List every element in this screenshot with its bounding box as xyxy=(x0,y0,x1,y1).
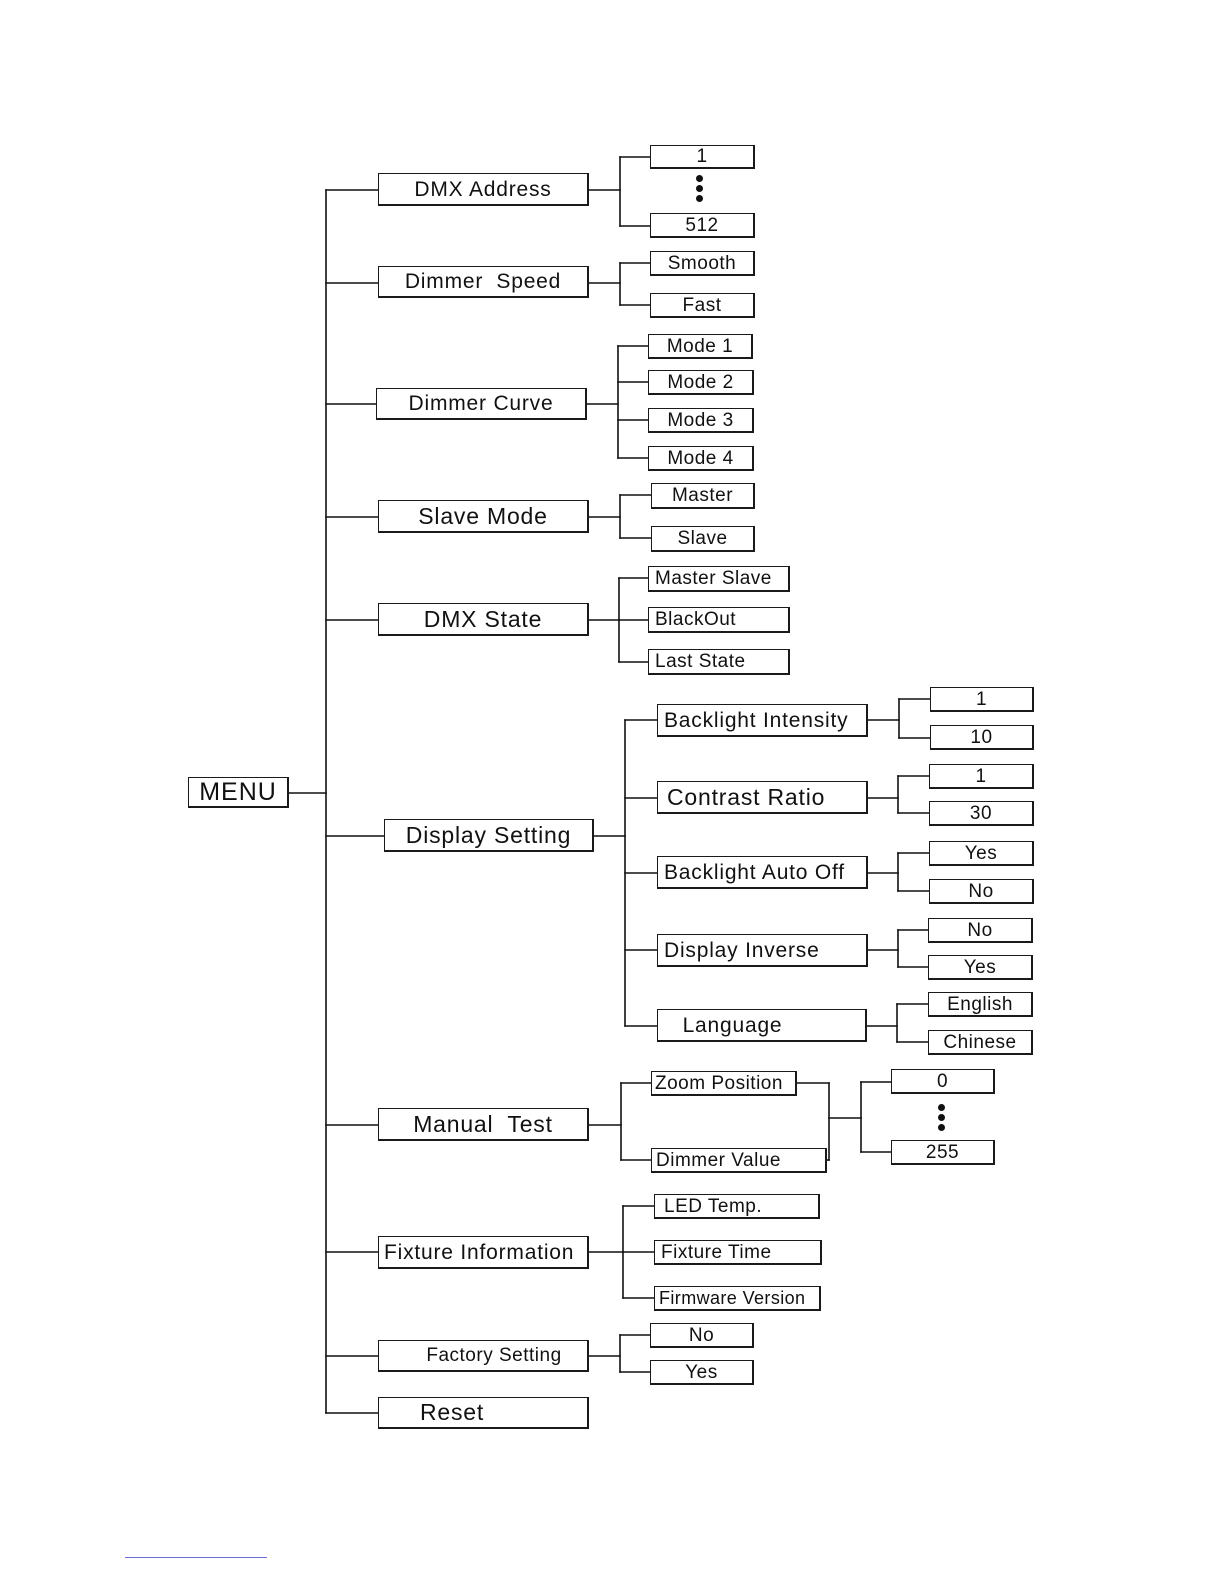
backlight-auto-off-option: No xyxy=(929,879,1034,904)
dimmer-speed-option: Fast xyxy=(650,293,755,318)
manual-test-max: 255 xyxy=(891,1140,995,1165)
dimmer-value-node: Dimmer Value xyxy=(651,1148,827,1173)
display-setting-node: Display Setting xyxy=(384,819,594,852)
language-option: Chinese xyxy=(928,1030,1033,1055)
zoom-position-node: Zoom Position xyxy=(651,1071,797,1096)
language-node: Language xyxy=(657,1009,867,1042)
factory-setting-option: Yes xyxy=(650,1360,754,1385)
dimmer-speed-option: Smooth xyxy=(650,251,755,276)
slave-mode-node: Slave Mode xyxy=(378,500,589,533)
contrast-ratio-max: 30 xyxy=(929,801,1034,826)
reset-node: Reset xyxy=(378,1397,589,1429)
dmx-address-max: 512 xyxy=(650,213,755,238)
dimmer-curve-option: Mode 3 xyxy=(648,408,754,433)
contrast-ratio-min: 1 xyxy=(929,764,1034,789)
dimmer-curve-option: Mode 4 xyxy=(648,446,754,471)
dimmer-curve-node: Dimmer Curve xyxy=(376,388,587,420)
dimmer-speed-node: Dimmer Speed xyxy=(378,266,589,298)
slave-mode-option: Slave xyxy=(651,526,755,552)
ellipsis-icon xyxy=(938,1104,946,1134)
dimmer-curve-option: Mode 2 xyxy=(648,370,754,395)
backlight-intensity-min: 1 xyxy=(930,687,1034,712)
display-inverse-option: Yes xyxy=(928,955,1033,980)
manual-test-min: 0 xyxy=(891,1069,995,1094)
fixture-information-item: Fixture Time xyxy=(654,1240,822,1265)
fixture-information-item: LED Temp. xyxy=(654,1194,820,1219)
fixture-information-node: Fixture Information xyxy=(378,1236,589,1269)
backlight-auto-off-node: Backlight Auto Off xyxy=(657,856,868,889)
dmx-state-option: Last State xyxy=(648,649,790,675)
dmx-address-node: DMX Address xyxy=(378,173,589,206)
display-inverse-option: No xyxy=(928,918,1033,943)
backlight-intensity-node: Backlight Intensity xyxy=(657,704,868,737)
fixture-information-item: Firmware Version xyxy=(654,1286,821,1311)
factory-setting-node: Factory Setting xyxy=(378,1340,589,1372)
footer-rule xyxy=(125,1557,267,1558)
ellipsis-icon xyxy=(696,175,704,205)
dmx-state-option: BlackOut xyxy=(648,607,790,633)
dmx-address-min: 1 xyxy=(650,145,755,169)
slave-mode-option: Master xyxy=(651,483,755,509)
backlight-auto-off-option: Yes xyxy=(929,841,1034,866)
factory-setting-option: No xyxy=(650,1323,754,1348)
backlight-intensity-max: 10 xyxy=(930,725,1034,750)
language-option: English xyxy=(928,992,1033,1017)
display-inverse-node: Display Inverse xyxy=(657,934,868,967)
dmx-state-option: Master Slave xyxy=(648,566,790,592)
menu-root: MENU xyxy=(188,777,289,808)
dimmer-curve-option: Mode 1 xyxy=(648,334,753,359)
contrast-ratio-node: Contrast Ratio xyxy=(657,781,868,814)
manual-test-node: Manual Test xyxy=(378,1108,589,1141)
dmx-state-node: DMX State xyxy=(378,603,589,636)
